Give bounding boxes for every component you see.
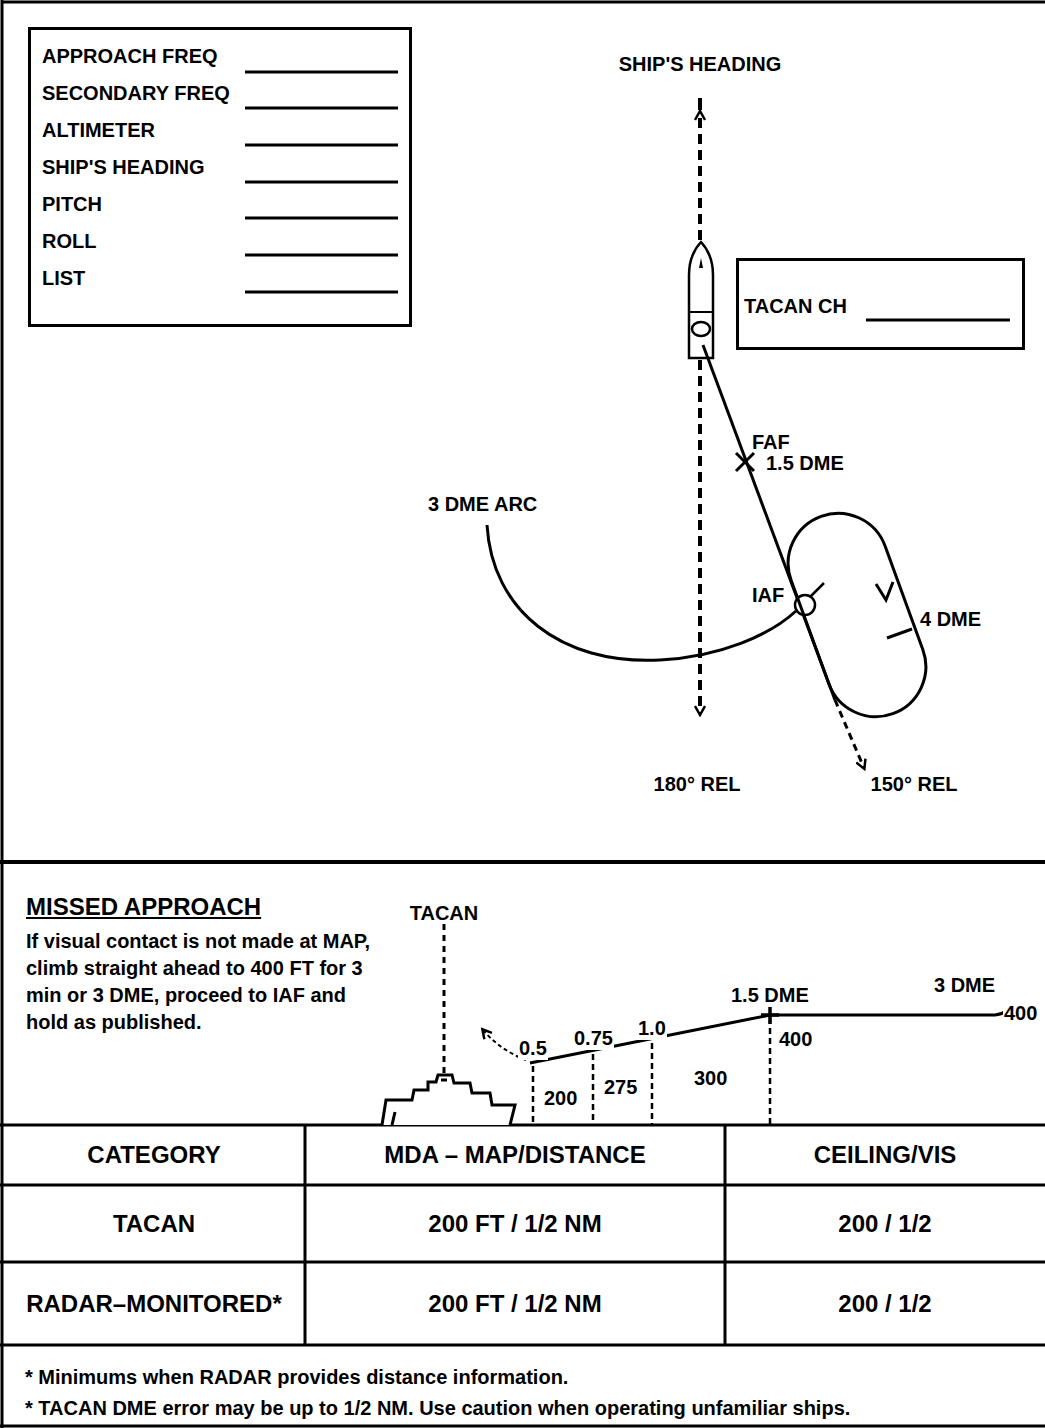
table-cell: 200 FT / 1/2 NM [307, 1187, 723, 1260]
form-blanks [245, 72, 1010, 320]
missed-approach-note: If visual contact is not made at MAP, cl… [26, 928, 376, 1036]
table-text: CATEGORY [87, 1141, 220, 1169]
dme-arc [487, 525, 796, 660]
chart-label: 200 [544, 1086, 577, 1110]
table-text: TACAN [113, 1210, 195, 1238]
table-text: 200 FT / 1/2 NM [428, 1210, 601, 1238]
field-label: ALTIMETER [42, 118, 155, 142]
chart-label: 300 [694, 1066, 727, 1090]
chart-label: 4 DME [920, 607, 981, 631]
field-label: TACAN CH [744, 294, 847, 318]
field-label: ROLL [42, 229, 96, 253]
chart-label: FAF [752, 430, 790, 454]
chart-label: IAF [752, 583, 784, 607]
chart-label: 400 [1003, 1001, 1038, 1025]
holding-pattern [774, 499, 940, 731]
table-text: CEILING/VIS [814, 1141, 957, 1169]
chart-label: 0.5 [518, 1036, 548, 1060]
field-label: SECONDARY FREQ [42, 81, 230, 105]
table-cell: RADAR–MONITORED* [5, 1264, 303, 1343]
chart-label: TACAN [410, 901, 479, 925]
table-cell: CATEGORY [5, 1127, 303, 1183]
table-cell: 200 FT / 1/2 NM [307, 1264, 723, 1343]
plan-view [487, 98, 940, 768]
table-cell: TACAN [5, 1187, 303, 1260]
footnote: * TACAN DME error may be up to 1/2 NM. U… [25, 1396, 850, 1420]
ship-icon [689, 242, 713, 358]
briefing-form-box: APPROACH FREQ SECONDARY FREQ ALTIMETER SHIP… [28, 27, 412, 327]
ship-profile [382, 1075, 515, 1125]
profile-view [382, 924, 1012, 1125]
table-cell: 200 / 1/2 [727, 1264, 1043, 1343]
table-cell: MDA – MAP/DISTANCE [307, 1127, 723, 1183]
table-text: RADAR–MONITORED* [26, 1290, 282, 1318]
field-label: LIST [42, 266, 85, 290]
table-text: 200 / 1/2 [838, 1210, 931, 1238]
table-cell: 200 / 1/2 [727, 1187, 1043, 1260]
chart-label: SHIP'S HEADING [619, 52, 782, 76]
chart-label: 275 [604, 1075, 637, 1099]
table-text: 200 / 1/2 [838, 1290, 931, 1318]
chart-label: 0.75 [573, 1026, 614, 1050]
field-label: PITCH [42, 192, 102, 216]
footnote: * Minimums when RADAR provides distance … [25, 1365, 568, 1389]
chart-label: 180° REL [654, 772, 741, 796]
section-heading: MISSED APPROACH [26, 895, 261, 919]
chart-label: 1.5 DME [730, 983, 810, 1007]
table-text: MDA – MAP/DISTANCE [384, 1141, 645, 1169]
chart-label: 400 [779, 1027, 812, 1051]
tacan-channel-box: TACAN CH [736, 258, 1025, 350]
faf-cross [736, 453, 754, 471]
field-label: APPROACH FREQ [42, 44, 218, 68]
table-cell: CEILING/VIS [727, 1127, 1043, 1183]
table-text: 200 FT / 1/2 NM [428, 1290, 601, 1318]
chart-label: 150° REL [871, 772, 958, 796]
chart-label: 3 DME ARC [428, 492, 537, 516]
chart-label: 3 DME [933, 973, 996, 997]
chart-label: 1.0 [637, 1016, 667, 1040]
field-label: SHIP'S HEADING [42, 155, 205, 179]
chart-label: 1.5 DME [766, 451, 844, 475]
